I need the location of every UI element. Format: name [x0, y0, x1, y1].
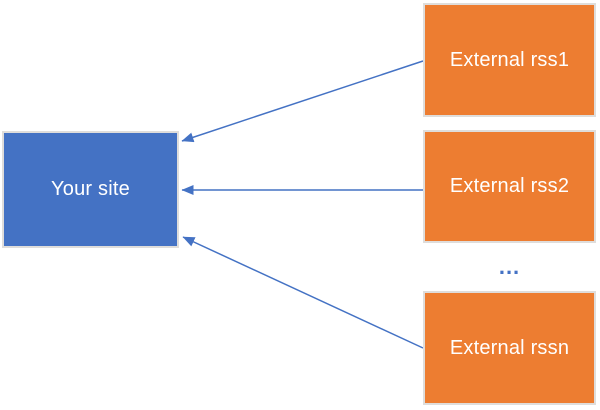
your-site-label: Your site: [51, 178, 130, 200]
arrow-rssn-to-site: [182, 236, 424, 349]
external-rssn-label: External rssn: [449, 336, 570, 359]
external-rssn-box: External rssn: [423, 291, 596, 405]
external-rss2-box: External rss2: [423, 130, 596, 243]
external-rss1-box: External rss1: [423, 3, 596, 117]
arrow-rss1-to-site: [181, 60, 424, 143]
your-site-box: Your site: [2, 131, 179, 248]
external-rss1-label: External rss1: [449, 48, 570, 71]
ellipsis-label: ...: [498, 254, 521, 279]
external-rss2-label: External rss2: [449, 175, 570, 197]
